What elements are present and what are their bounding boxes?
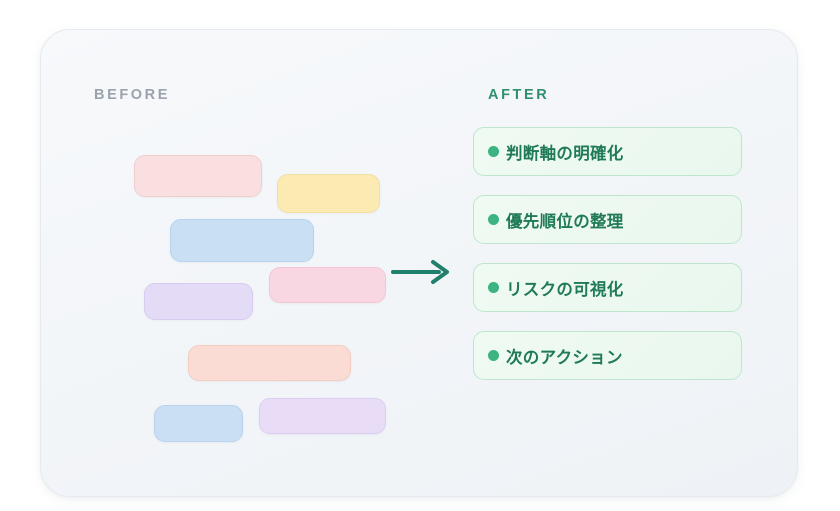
- after-item-label: リスクの可視化: [506, 279, 624, 299]
- bullet-dot-icon: [488, 350, 499, 361]
- block-pink-1: [134, 155, 262, 197]
- bullet-dot-icon: [488, 146, 499, 157]
- block-blue-2: [154, 405, 243, 442]
- after-heading: AFTER: [488, 87, 550, 103]
- bullet-dot-icon: [488, 214, 499, 225]
- block-blue-1: [170, 219, 314, 262]
- after-item-4[interactable]: 次のアクション: [473, 331, 742, 380]
- before-heading: BEFORE: [94, 87, 171, 103]
- block-yellow-1: [277, 174, 380, 213]
- after-item-label: 次のアクション: [506, 347, 623, 367]
- after-item-1[interactable]: 判断軸の明確化: [473, 127, 742, 176]
- after-item-3[interactable]: リスクの可視化: [473, 263, 742, 312]
- after-item-label: 判断軸の明確化: [506, 143, 624, 163]
- block-purple-1: [144, 283, 253, 320]
- after-item-2[interactable]: 優先順位の整理: [473, 195, 742, 244]
- block-salmon-1: [188, 345, 351, 381]
- diagram-card: BEFORE AFTER 判断軸の明確化優先順位の整理リスクの可視化次のアクショ…: [40, 29, 798, 497]
- right-arrow-icon: [389, 255, 455, 289]
- bullet-dot-icon: [488, 282, 499, 293]
- block-purple-2: [259, 398, 386, 434]
- block-pink-2: [269, 267, 386, 303]
- after-item-label: 優先順位の整理: [506, 211, 624, 231]
